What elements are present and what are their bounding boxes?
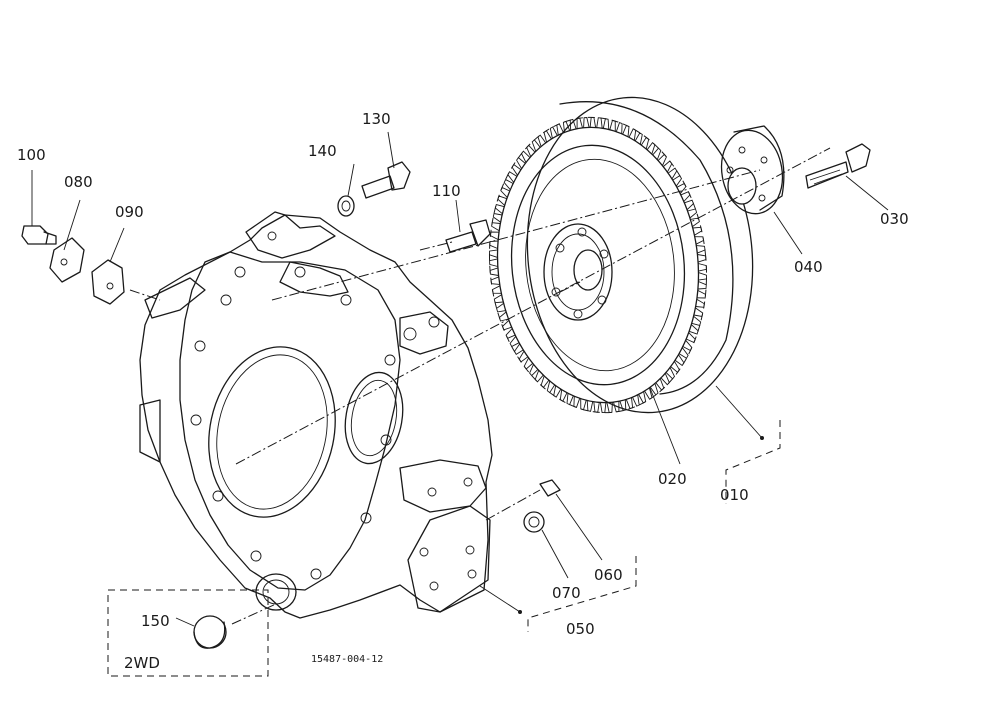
callout-040: 040 (794, 258, 823, 276)
callout-080: 080 (64, 173, 93, 191)
callout-110: 110 (432, 182, 461, 200)
callout-090: 090 (115, 203, 144, 221)
callout-060: 060 (594, 566, 623, 584)
center-lines (129, 147, 831, 625)
callout-130: 130 (362, 110, 391, 128)
washer-140 (337, 195, 355, 217)
bolt-030 (805, 143, 871, 189)
plug-150 (193, 615, 227, 649)
leader-lines (31, 131, 889, 627)
callout-100: 100 (17, 146, 46, 164)
flywheel-assembly (488, 96, 754, 414)
callout-150: 150 (141, 612, 170, 630)
2wd-option-box (107, 589, 269, 677)
cover-plate-080 (49, 237, 85, 283)
callout-020: 020 (658, 470, 687, 488)
drawing-number: 15487-004-12 (311, 654, 383, 665)
bolt-110 (445, 219, 491, 253)
ring-gear-teeth (489, 116, 707, 414)
callout-070: 070 (552, 584, 581, 602)
callout-140: 140 (308, 142, 337, 160)
bolt-100 (21, 225, 57, 245)
option-label-2wd: 2WD (124, 654, 160, 672)
dowel-pin-060 (539, 479, 561, 497)
callout-030: 030 (880, 210, 909, 228)
bolt-130 (361, 161, 411, 199)
callout-labels: 100 080 090 140 130 110 030 040 020 010 … (17, 110, 909, 672)
callout-050: 050 (566, 620, 595, 638)
bushing-070 (523, 511, 545, 533)
gear-tooth-outline (489, 116, 707, 414)
flange-part (720, 125, 785, 215)
flywheel-housing (139, 211, 493, 619)
callout-010: 010 (720, 486, 749, 504)
assembly-brackets (107, 420, 781, 677)
cover-plate-090 (91, 259, 125, 305)
